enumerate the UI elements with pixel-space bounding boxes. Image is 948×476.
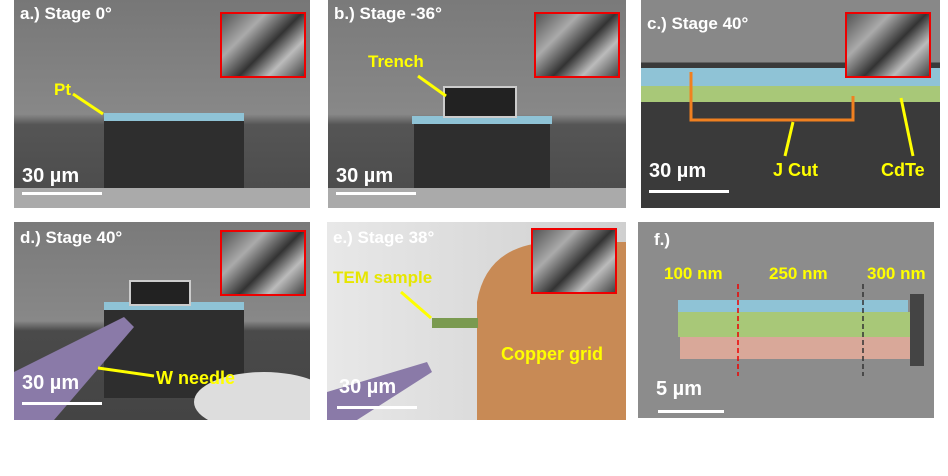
scale-label: 30 µm [336,165,394,187]
arrow-icon [97,366,155,378]
panel-label: f.) [654,230,671,249]
thickness-label: 100 nm [664,264,723,283]
scale-bar [658,410,724,413]
panel-label: c.) Stage 40° [647,14,749,33]
panel-label: e.) Stage 38° [333,228,435,247]
copper-grid-annotation: Copper grid [501,344,603,364]
scale-bar [337,406,417,409]
pt-layer [104,302,244,310]
scale-label: 30 µm [22,372,80,394]
floor [14,188,310,208]
j-cut-annotation: J Cut [773,160,818,180]
j-cut-path [689,72,855,122]
lamella [129,280,191,306]
scale-label: 30 µm [22,165,80,187]
panel-label: b.) Stage -36° [334,4,442,23]
panel-d: d.) Stage 40° W needle 30 µm [14,222,310,420]
pt-layer [104,113,244,121]
cdte-annotation: CdTe [881,160,925,180]
cdte-layer [678,312,913,337]
panel-c: c.) Stage 40° J Cut CdTe 30 µm [641,0,940,208]
floor [328,188,626,208]
panel-e: e.) Stage 38° TEM sample Copper grid 30 … [327,222,626,420]
arrow-icon [417,74,447,98]
pt-layer [678,300,908,312]
inset-image [220,230,306,296]
inset-image [531,228,617,294]
scale-label: 30 µm [649,160,707,182]
trench-block [443,86,517,118]
holder [910,294,924,366]
arrow-icon [72,92,104,116]
w-needle [14,317,310,420]
panel-label: a.) Stage 0° [20,4,112,23]
pt-annotation: Pt [54,80,71,99]
boundary-lines [737,284,864,376]
panel-f: f.) 100 nm 250 nm 300 nm 5 µm [638,222,934,418]
inset-image [534,12,620,78]
arrow-icon [400,290,432,320]
arrow-icon [899,97,915,157]
panel-label: d.) Stage 40° [20,228,123,247]
scale-bar [22,192,102,195]
inset-image [845,12,931,78]
w-needle-annotation: W needle [156,368,236,388]
panel-b: b.) Stage -36° Trench 30 µm [328,0,626,208]
scale-bar [649,190,729,193]
thickness-label: 300 nm [867,264,926,283]
scale-bar [336,192,416,195]
panel-a: a.) Stage 0° Pt 30 µm [14,0,310,208]
scale-label: 30 µm [339,376,397,398]
scale-label: 5 µm [656,378,702,400]
scale-bar [22,402,102,405]
trench [104,118,244,198]
tem-sample-annotation: TEM sample [333,268,433,287]
cdte-layer [641,86,940,102]
inset-image [220,12,306,78]
trench-annotation: Trench [368,52,424,71]
pt-layer [412,116,552,124]
arrow-icon [783,121,795,157]
thickness-label: 250 nm [769,264,828,283]
